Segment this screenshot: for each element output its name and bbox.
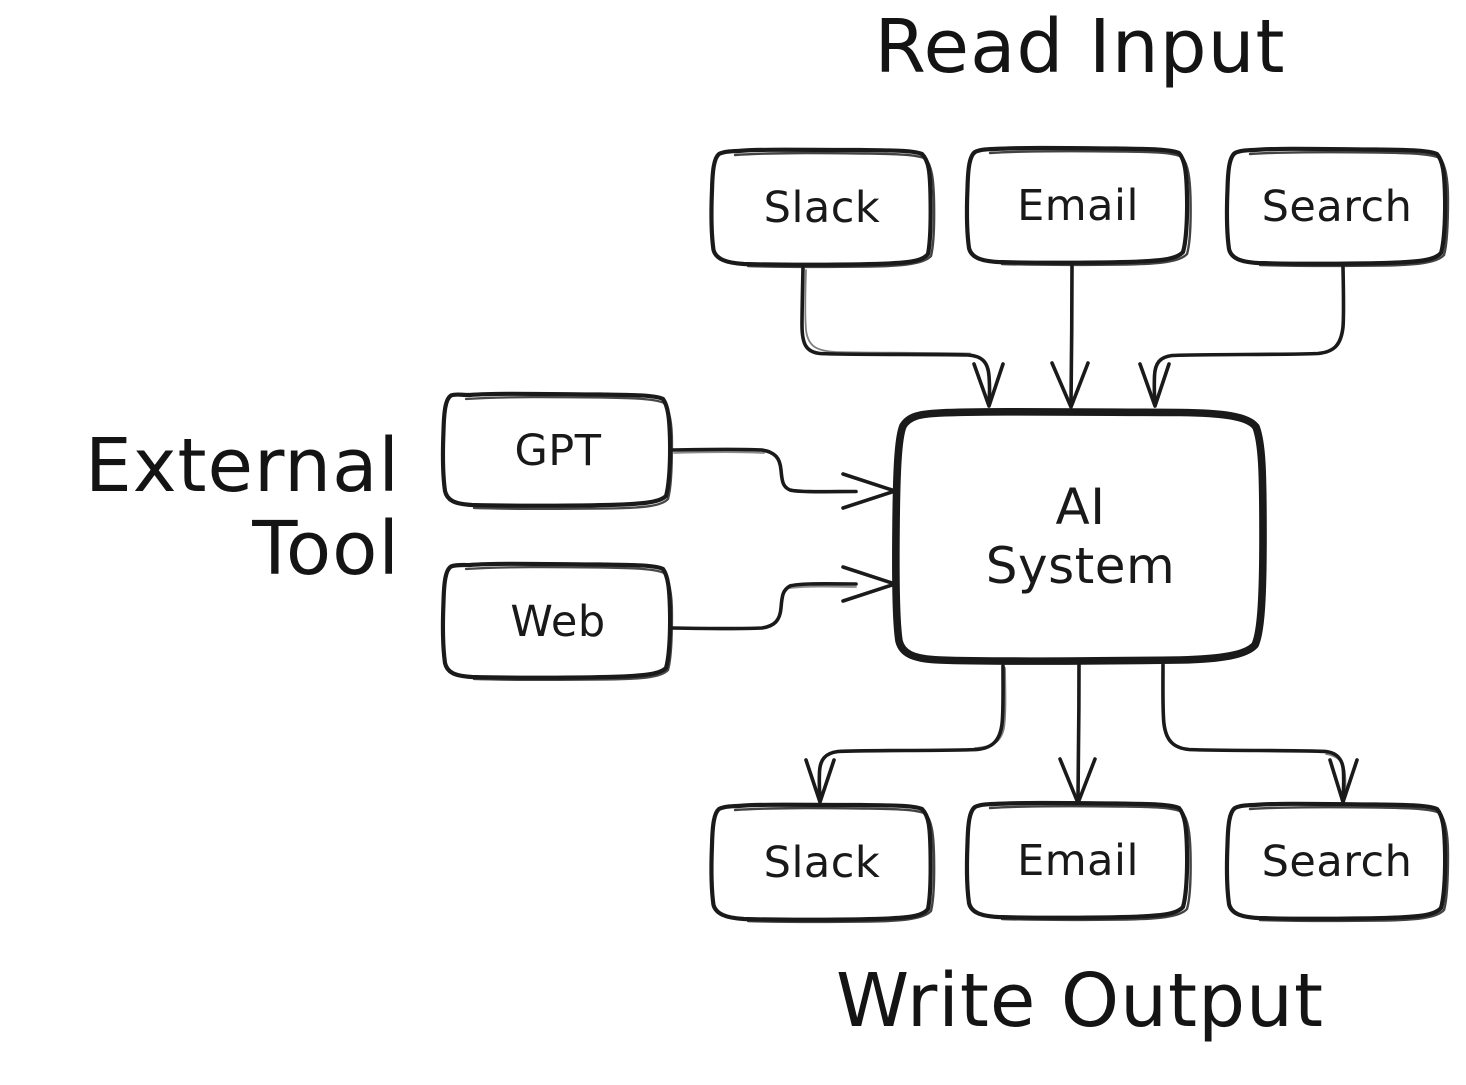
input-search-node[interactable] <box>1227 149 1447 265</box>
output-email-node[interactable] <box>967 803 1189 919</box>
tool-gpt-node[interactable] <box>444 394 672 508</box>
input-email-shape <box>964 145 1192 267</box>
edge-ai-to-email <box>1058 663 1097 805</box>
ai-system-node[interactable] <box>898 412 1263 661</box>
output-slack-node[interactable] <box>712 805 932 921</box>
input-slack-shape <box>709 147 936 269</box>
input-slack-node[interactable] <box>712 150 932 266</box>
group-label-read-input: Read Input <box>874 4 1286 90</box>
group-label-external-tool: External Tool <box>84 423 400 592</box>
input-search-shape <box>1224 146 1450 268</box>
edge-ai-to-search <box>1161 663 1359 804</box>
tool-web-node[interactable] <box>444 564 672 680</box>
edge-search-to-ai <box>1138 265 1346 408</box>
edge-email-to-ai <box>1050 264 1090 409</box>
edge-slack-to-ai <box>800 266 1005 408</box>
edge-ai-to-slack <box>804 664 1007 804</box>
tool-web-shape <box>440 561 674 681</box>
input-email-node[interactable] <box>967 148 1189 264</box>
tool-gpt-shape <box>440 391 674 510</box>
output-slack-shape <box>709 802 936 924</box>
output-search-shape <box>1224 801 1450 923</box>
output-search-node[interactable] <box>1227 804 1447 920</box>
output-email-shape <box>964 800 1192 922</box>
ai-system-shape <box>892 408 1267 665</box>
edge-web-to-ai <box>670 565 897 631</box>
group-label-write-output: Write Output <box>836 958 1324 1044</box>
edge-gpt-to-ai <box>670 447 897 510</box>
